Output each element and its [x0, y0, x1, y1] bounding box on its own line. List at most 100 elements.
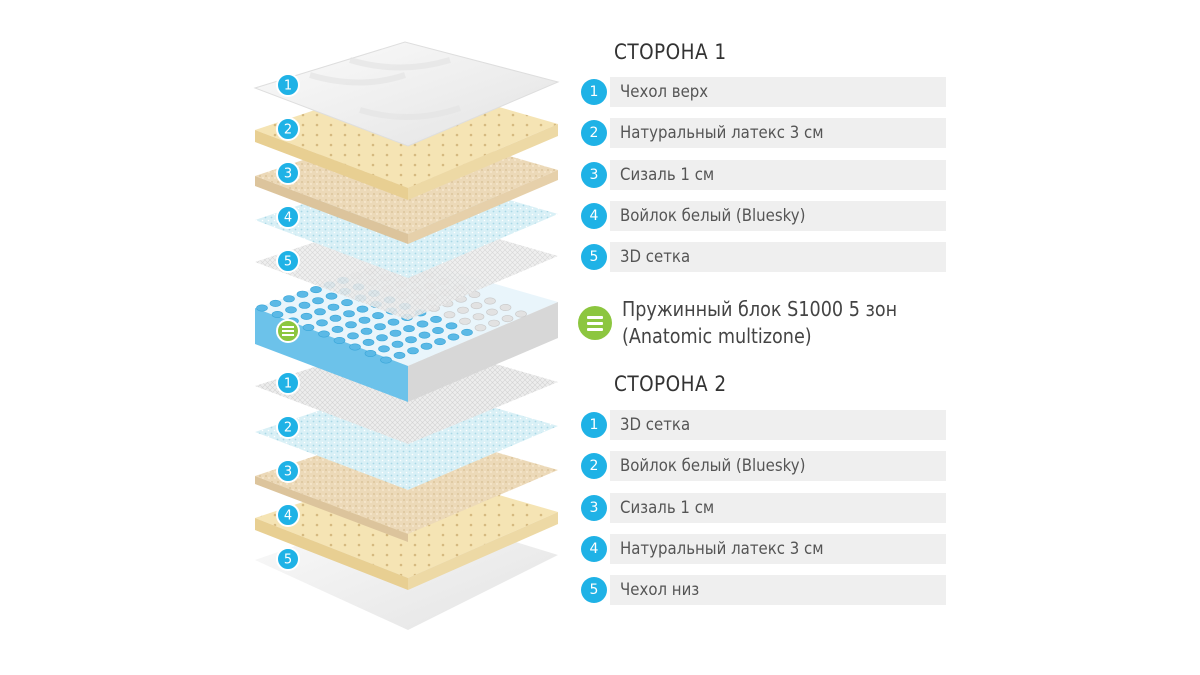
legend-row-side1-2: 2 Натуральный латекс 3 см [578, 118, 948, 148]
svg-text:4: 4 [284, 509, 292, 524]
spring-coil [474, 324, 487, 332]
layer-cover-top [253, 41, 560, 147]
row-background [610, 493, 946, 523]
spring-coil [405, 336, 417, 344]
illustration-badge-side1-2: 2 [276, 117, 300, 141]
spring-block-label: Пружинный блок S1000 5 зон (Anatomic mul… [622, 296, 897, 350]
spring-coil [374, 323, 386, 331]
svg-text:2: 2 [284, 123, 292, 138]
spring-coil [333, 336, 346, 344]
spring-coil [418, 331, 431, 339]
spring-coil [378, 345, 390, 353]
legend-row-side1-3: 3 Сизаль 1 см [578, 160, 948, 190]
svg-text:5: 5 [284, 255, 292, 270]
legend-row-side1-5: 5 3D сетка [578, 242, 948, 272]
mattress-exploded-illustration: 1 2 3 4 5 1 2 3 4 5 [253, 41, 560, 630]
spring-coil [420, 342, 433, 350]
side1-title: СТОРОНА 1 [614, 40, 727, 64]
number-badge: 3 [581, 495, 607, 521]
spring-coil [300, 312, 313, 320]
svg-text:1: 1 [284, 377, 292, 392]
spring-coil [372, 312, 384, 320]
layer-label: 3D сетка [620, 415, 691, 435]
spring-coil [434, 338, 446, 346]
number-badge: 3 [581, 162, 607, 188]
spring-block-line1: Пружинный блок S1000 5 зон [622, 297, 898, 321]
spring-coil [403, 325, 415, 333]
legend-row-side2-2: 2 Войлок белый (Bluesky) [578, 451, 948, 481]
spring-coil [445, 322, 458, 330]
spring-coil [501, 315, 514, 323]
row-background [610, 77, 946, 107]
layer-label: Натуральный латекс 3 см [620, 123, 824, 143]
legend-row-side2-3: 3 Сизаль 1 см [578, 493, 948, 523]
row-background [610, 242, 946, 272]
spring-coil [459, 317, 471, 325]
spring-coil [430, 315, 442, 323]
layer-label: Чехол верх [620, 82, 709, 102]
spring-coil [387, 318, 400, 326]
illustration-badge-side1-3: 3 [276, 161, 300, 185]
layer-label: Сизаль 1 см [620, 165, 715, 185]
layer-label: Войлок белый (Bluesky) [620, 206, 806, 226]
legend-row-side2-1: 1 3D сетка [578, 410, 948, 440]
spring-coil [380, 356, 392, 364]
spring-coil [356, 305, 369, 313]
illustration-badge-side2-5: 5 [276, 547, 300, 571]
svg-text:3: 3 [284, 167, 292, 182]
spring-coil [486, 308, 498, 316]
spring-block-icon [578, 306, 612, 340]
spring-coil [298, 301, 311, 309]
spring-coil [283, 295, 295, 303]
row-background [610, 201, 946, 231]
illustration-badge-side1-4: 4 [276, 205, 300, 229]
svg-text:1: 1 [284, 79, 292, 94]
spring-coil [432, 326, 444, 334]
svg-text:5: 5 [284, 553, 292, 568]
spring-coil [318, 330, 330, 338]
number-badge: 2 [581, 120, 607, 146]
illustration-spring-block-icon [276, 319, 300, 343]
illustration-badge-side2-3: 3 [276, 459, 300, 483]
spring-coil [310, 286, 322, 294]
spring-coil [269, 299, 282, 307]
spring-coil [271, 310, 284, 318]
illustration-badge-side1-1: 1 [276, 73, 300, 97]
spring-coil [316, 319, 328, 327]
spring-coil [329, 314, 342, 322]
spring-coil [312, 297, 324, 305]
spring-coil [457, 306, 469, 314]
illustration-badge-side1-5: 5 [276, 249, 300, 273]
spring-coil [327, 303, 340, 311]
spring-coil [362, 338, 375, 346]
spring-coil [499, 303, 512, 311]
layer-label: Чехол низ [620, 580, 700, 600]
spring-coil [484, 297, 496, 305]
spring-coil [470, 302, 483, 310]
spring-coil [302, 323, 315, 331]
layer-label: Натуральный латекс 3 см [620, 539, 824, 559]
number-badge: 1 [581, 412, 607, 438]
legend-row-side2-5: 5 Чехол низ [578, 575, 948, 605]
spring-coil [349, 343, 361, 351]
number-badge: 4 [581, 203, 607, 229]
spring-coil [343, 310, 355, 318]
number-badge: 4 [581, 536, 607, 562]
row-background [610, 534, 946, 564]
legend-row-side1-4: 4 Войлок белый (Bluesky) [578, 201, 948, 231]
spring-coil [393, 351, 406, 359]
illustration-badges: 1 2 3 4 5 1 2 3 4 5 [276, 73, 300, 571]
number-badge: 5 [581, 244, 607, 270]
spring-coil [472, 313, 485, 321]
side2-title: СТОРОНА 2 [614, 372, 727, 396]
svg-text:4: 4 [284, 211, 292, 226]
svg-text:2: 2 [284, 421, 292, 436]
spring-coil [325, 292, 338, 300]
spring-coil [347, 332, 359, 340]
spring-coil [447, 333, 460, 341]
spring-coil [331, 325, 344, 333]
spring-coil [416, 320, 429, 328]
spring-block-legend: Пружинный блок S1000 5 зон (Anatomic mul… [578, 296, 958, 356]
spring-block-line2: (Anatomic multizone) [622, 324, 812, 348]
spring-coil [296, 290, 309, 298]
